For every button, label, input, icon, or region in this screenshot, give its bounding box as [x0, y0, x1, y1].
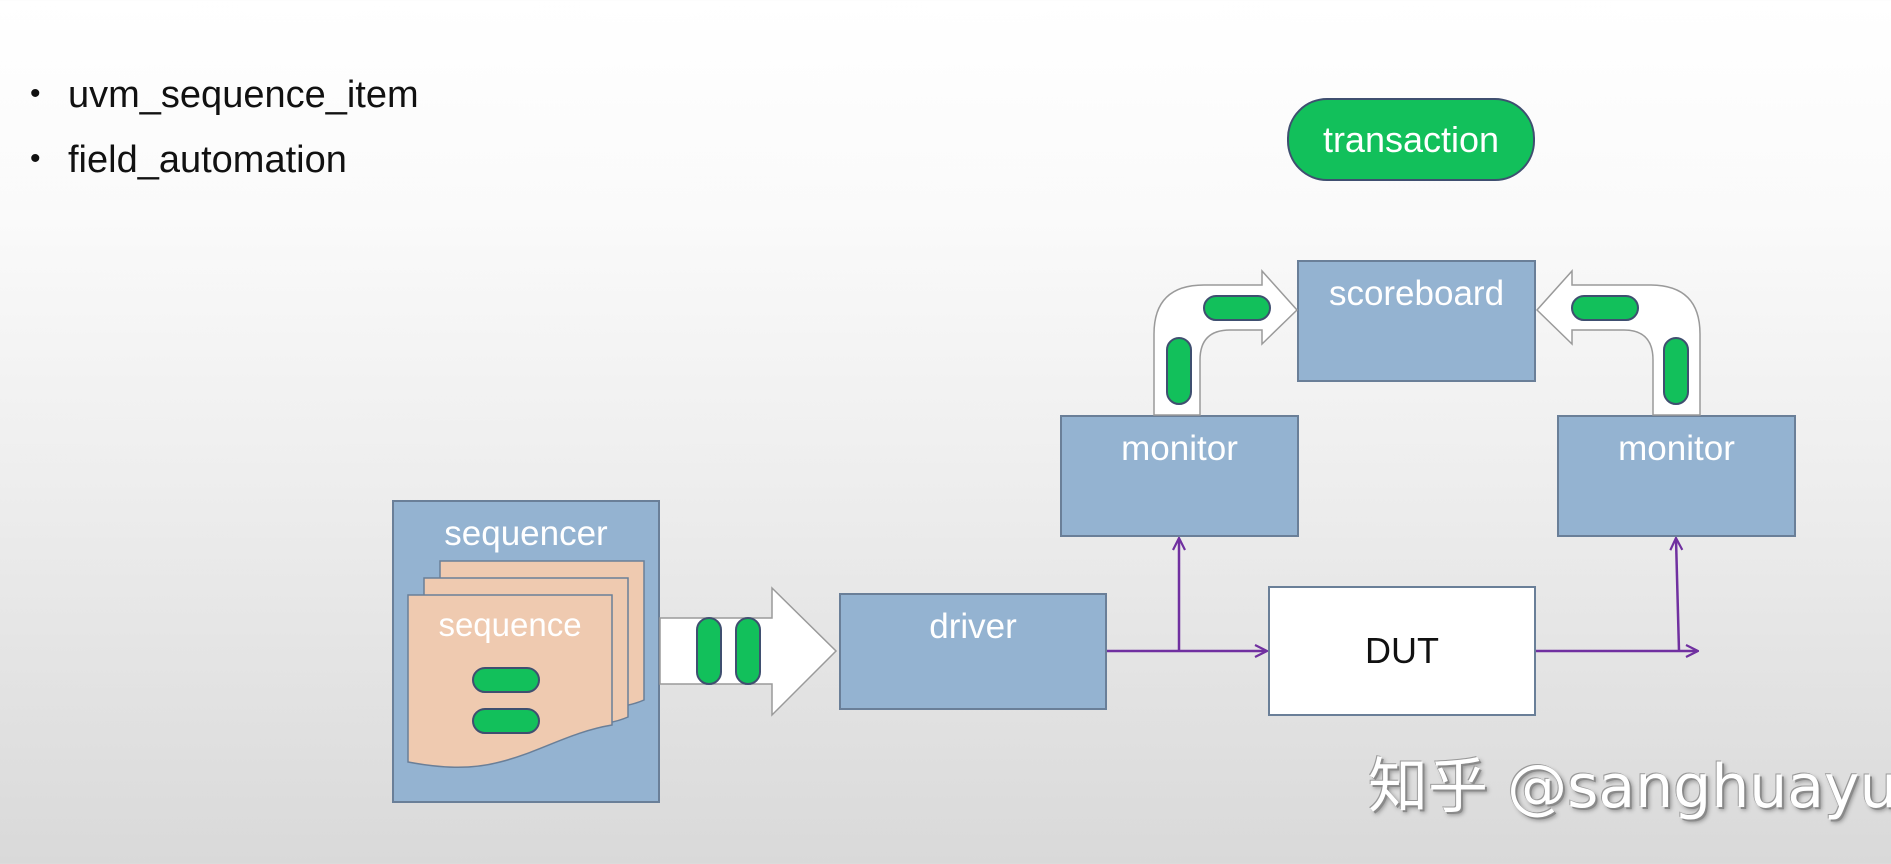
transaction-token [1663, 337, 1689, 405]
transaction-token [1203, 295, 1271, 321]
watermark: 知乎 @sanghuayu [1368, 752, 1891, 822]
sequencer-to-driver-arrow [659, 586, 838, 717]
sequence-token [472, 708, 540, 734]
bullet-dot-icon: • [30, 142, 41, 175]
bullet-dot-icon: • [30, 77, 41, 110]
sequence-label: sequence [438, 606, 582, 643]
bullet-list: • uvm_sequence_item • field_automation [30, 62, 419, 192]
bullet-text: field_automation [68, 139, 347, 181]
transaction-token [1166, 337, 1192, 405]
driver-block: driver [839, 593, 1107, 710]
transaction-token [735, 617, 761, 685]
bullet-item: • uvm_sequence_item [30, 62, 419, 127]
driver-label: driver [929, 607, 1017, 646]
monitor-right-block: monitor [1557, 415, 1796, 537]
transaction-legend: transaction [1287, 98, 1535, 181]
sequencer-label: sequencer [444, 514, 608, 553]
monitor-right-label: monitor [1618, 429, 1735, 468]
monitor-right-to-scoreboard-arrow [1535, 269, 1701, 416]
transaction-token [696, 617, 722, 685]
transaction-token [1571, 295, 1639, 321]
monitor-left-label: monitor [1121, 429, 1238, 468]
bullet-item: • field_automation [30, 127, 419, 192]
scoreboard-label: scoreboard [1328, 274, 1505, 313]
bullet-text: uvm_sequence_item [68, 74, 419, 116]
monitor-left-block: monitor [1060, 415, 1299, 537]
monitor-left-to-scoreboard-arrow [1153, 269, 1299, 416]
tap-to-monitor-right-arrow [1676, 539, 1679, 652]
dut-block: DUT [1268, 586, 1536, 716]
signal-lines [1107, 539, 1697, 651]
sequence-token [472, 667, 540, 693]
scoreboard-block: scoreboard [1297, 260, 1536, 382]
sequence-stack [407, 560, 645, 768]
